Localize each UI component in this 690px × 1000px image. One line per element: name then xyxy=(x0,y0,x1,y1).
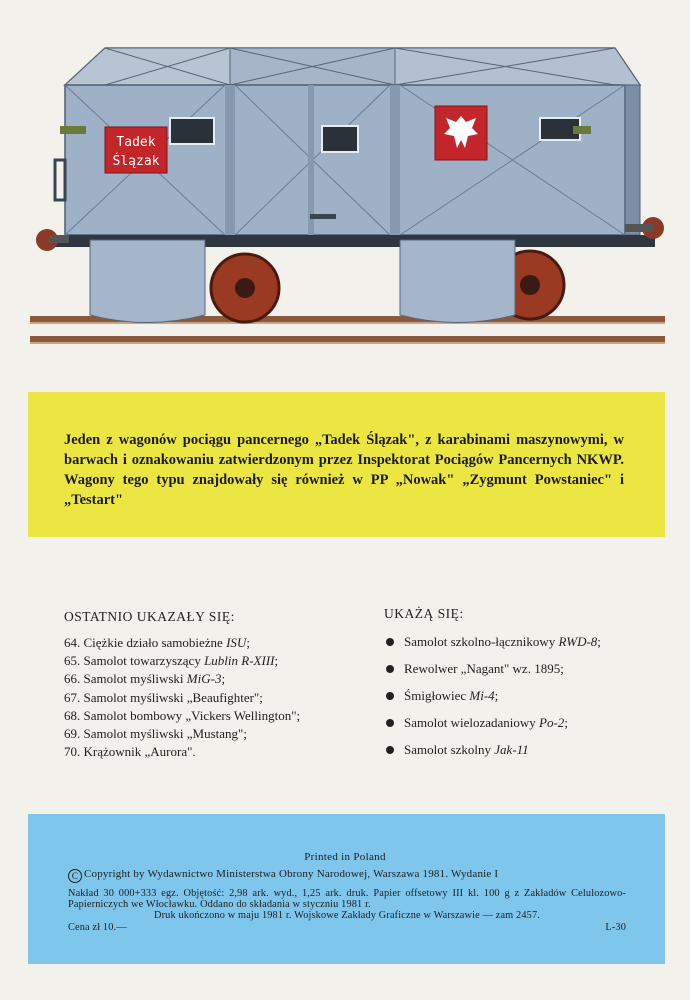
bullet-icon xyxy=(386,746,394,754)
imprint-text: Nakład 30 000+333 egz. Objętość: 2,98 ar… xyxy=(68,888,626,933)
list-item: 68. Samolot bombowy „Vickers Wellington"… xyxy=(64,707,301,723)
printed-in-label: Printed in Poland xyxy=(304,851,386,863)
upcoming-list: Samolot szkolno-łącznikowy RWD-8; Rewolw… xyxy=(384,628,674,763)
imprint-band xyxy=(28,814,665,964)
list-item: Śmigłowiec Mi-4; xyxy=(384,682,674,709)
price-label: Cena zł 10.— xyxy=(68,921,127,933)
catalog-code: L-30 xyxy=(605,921,626,933)
bullet-icon xyxy=(386,719,394,727)
caption-band xyxy=(28,392,665,537)
imprint-line-2: Druk ukończono w maju 1981 r. Wojskowe Z… xyxy=(154,910,540,922)
list-item: Samolot szkolno-łącznikowy RWD-8; xyxy=(384,628,674,655)
rail-track xyxy=(30,316,665,344)
list-item: Samolot szkolny Jak-11 xyxy=(384,736,674,763)
list-item: 67. Samolot myśliwski „Beaufighter"; xyxy=(64,689,263,705)
recent-heading: OSTATNIO UKAZAŁY SIĘ: xyxy=(64,609,235,624)
buffers xyxy=(36,217,664,251)
bullet-icon xyxy=(386,665,394,673)
imprint-line-1: Nakład 30 000+333 egz. Objętość: 2,98 ar… xyxy=(68,888,626,911)
list-item: 66. Samolot myśliwski MiG-3; xyxy=(64,671,226,687)
bullet-icon xyxy=(386,638,394,646)
bullet-icon xyxy=(386,692,394,700)
plate-line-1: Tadek xyxy=(116,135,155,150)
list-item: 69. Samolot myśliwski „Mustang"; xyxy=(64,726,247,742)
caption-text: Jeden z wagonów pociągu pancernego „Tade… xyxy=(64,432,624,508)
armour-skirts xyxy=(89,239,516,323)
list-item: Rewolwer „Nagant" wz. 1895; xyxy=(384,655,674,682)
wagon-roof xyxy=(63,47,642,86)
plate-line-2: Ślązak xyxy=(113,153,160,169)
list-item: Samolot wielozadaniowy Po-2; xyxy=(384,709,674,736)
polish-eagle-emblem xyxy=(434,105,488,161)
upcoming-heading: UKAŻĄ SIĘ: xyxy=(384,606,464,621)
recent-list: 64. Ciężkie działo samobieżne ISU; 65. S… xyxy=(64,634,374,761)
list-item: 64. Ciężkie działo samobieżne ISU; xyxy=(64,635,250,650)
copyright-icon: C xyxy=(68,869,82,883)
list-item: 65. Samolot towarzyszący Lublin R-XIII; xyxy=(64,653,279,669)
wagon-body: Tadek Ślązak xyxy=(53,84,641,236)
armored-wagon-illustration: Tadek Ślązak xyxy=(30,47,665,344)
list-item: 70. Krążownik „Aurora". xyxy=(64,744,196,760)
